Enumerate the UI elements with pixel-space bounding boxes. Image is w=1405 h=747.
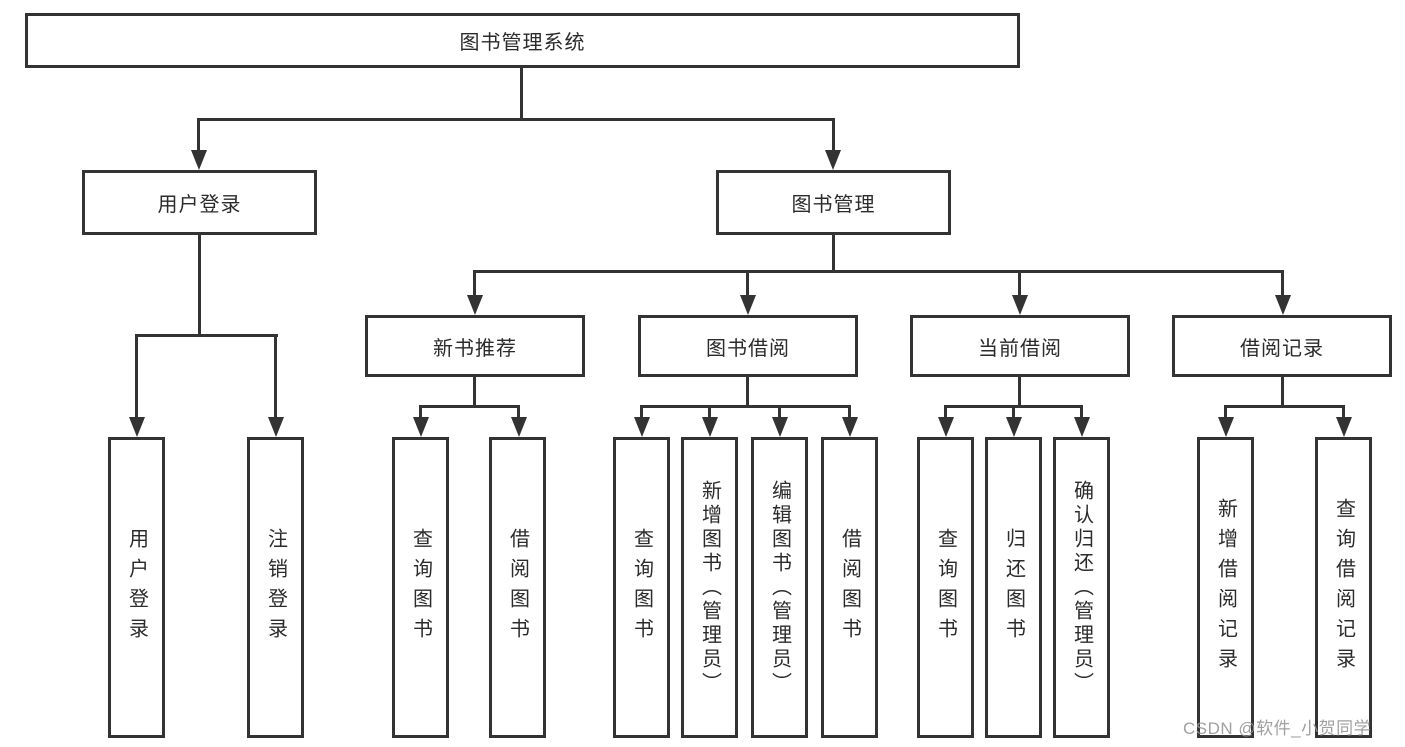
leaf-bb-query-book: 查询图书 (613, 437, 670, 738)
connector-drop (944, 405, 947, 419)
arrow-down-icon (129, 417, 145, 437)
connector-book-borrow-drop (746, 270, 749, 295)
leaf-logout: 注销登录 (247, 437, 304, 738)
connector-user-login-splitter (136, 334, 278, 337)
leaf-cb-confirm-return-label: 确认归还（管理员） (1070, 479, 1093, 696)
leaf-rec-borrow-book-label: 借阅图书 (506, 527, 529, 648)
connector-level2-splitter (197, 118, 835, 121)
arrow-down-icon (467, 295, 483, 315)
connector-current-borrow-drop (1018, 270, 1021, 295)
node-book-borrow: 图书借阅 (638, 315, 858, 377)
arrow-down-icon (740, 295, 756, 315)
connector-login-drop (135, 334, 138, 417)
connector-level3-splitter (473, 270, 1284, 273)
node-borrow-records: 借阅记录 (1172, 315, 1392, 377)
connector-borrow-records-drop (1281, 270, 1284, 295)
node-current-borrow: 当前借阅 (910, 315, 1130, 377)
leaf-br-add-record: 新增借阅记录 (1197, 437, 1254, 738)
node-new-book-recommend-label: 新书推荐 (433, 337, 517, 360)
arrow-down-icon (825, 150, 841, 170)
leaf-br-query-record-label: 查询借阅记录 (1332, 497, 1355, 678)
connector-drop (1012, 405, 1015, 419)
arrow-down-icon (191, 150, 207, 170)
connector-new-book-drop (473, 270, 476, 295)
leaf-br-query-record: 查询借阅记录 (1315, 437, 1372, 738)
leaf-bb-add-book-label: 新增图书（管理员） (698, 479, 721, 696)
connector-book-management-stem (832, 235, 835, 272)
connector-drop (419, 405, 422, 419)
leaf-cb-query-book: 查询图书 (917, 437, 974, 738)
connector-new-book-stem (473, 377, 476, 407)
leaf-cb-return-book: 归还图书 (985, 437, 1042, 738)
node-book-borrow-label: 图书借阅 (706, 337, 790, 360)
node-root-label: 图书管理系统 (459, 32, 586, 54)
node-new-book-recommend: 新书推荐 (365, 315, 585, 377)
arrow-down-icon (1074, 417, 1090, 437)
leaf-rec-query-book: 查询图书 (392, 437, 449, 738)
connector-drop (1342, 405, 1345, 419)
arrow-down-icon (268, 417, 284, 437)
node-borrow-records-label: 借阅记录 (1240, 337, 1324, 360)
connector-book-borrow-splitter (640, 405, 851, 408)
connector-user-login-stem (198, 235, 201, 336)
connector-book-borrow-stem (746, 377, 749, 407)
connector-book-management-drop (832, 118, 835, 150)
connector-user-login-drop (197, 118, 200, 150)
connector-current-borrow-stem (1018, 377, 1021, 407)
leaf-cb-confirm-return: 确认归还（管理员） (1053, 437, 1110, 738)
arrow-down-icon (842, 417, 858, 437)
leaf-bb-borrow-book: 借阅图书 (821, 437, 878, 738)
leaf-bb-query-book-label: 查询图书 (630, 527, 653, 648)
connector-drop (1224, 405, 1227, 419)
arrow-down-icon (1006, 417, 1022, 437)
node-current-borrow-label: 当前借阅 (978, 337, 1062, 360)
leaf-rec-query-book-label: 查询图书 (409, 527, 432, 648)
arrow-down-icon (511, 417, 527, 437)
arrow-down-icon (938, 417, 954, 437)
node-root: 图书管理系统 (25, 13, 1020, 68)
leaf-bb-add-book: 新增图书（管理员） (681, 437, 738, 738)
connector-drop (708, 405, 711, 419)
connector-drop (848, 405, 851, 419)
arrow-down-icon (1012, 295, 1028, 315)
arrow-down-icon (634, 417, 650, 437)
arrow-down-icon (772, 417, 788, 437)
node-user-login: 用户登录 (82, 170, 317, 235)
leaf-login-label: 用户登录 (125, 527, 148, 648)
arrow-down-icon (702, 417, 718, 437)
leaf-bb-edit-book-label: 编辑图书（管理员） (768, 479, 791, 696)
leaf-bb-edit-book: 编辑图书（管理员） (751, 437, 808, 738)
node-user-login-label: 用户登录 (157, 194, 242, 216)
leaf-br-add-record-label: 新增借阅记录 (1214, 497, 1237, 678)
leaf-logout-label: 注销登录 (264, 527, 287, 648)
leaf-cb-query-book-label: 查询图书 (934, 527, 957, 648)
csdn-watermark: CSDN @软件_小贺同学 (1183, 719, 1372, 738)
connector-root-stem (520, 68, 523, 120)
connector-drop (640, 405, 643, 419)
leaf-rec-borrow-book: 借阅图书 (489, 437, 546, 738)
connector-logout-drop (274, 334, 277, 417)
arrow-down-icon (1336, 417, 1352, 437)
connector-borrow-records-splitter (1224, 405, 1345, 408)
node-book-management-label: 图书管理 (791, 194, 876, 216)
node-book-management: 图书管理 (716, 170, 951, 235)
arrow-down-icon (413, 417, 429, 437)
leaf-login: 用户登录 (108, 437, 165, 738)
connector-drop (1080, 405, 1083, 419)
connector-new-book-splitter (419, 405, 520, 408)
leaf-bb-borrow-book-label: 借阅图书 (838, 527, 861, 648)
connector-drop (778, 405, 781, 419)
arrow-down-icon (1218, 417, 1234, 437)
leaf-cb-return-book-label: 归还图书 (1002, 527, 1025, 648)
connector-drop (517, 405, 520, 419)
connector-borrow-records-stem (1281, 377, 1284, 407)
arrow-down-icon (1275, 295, 1291, 315)
